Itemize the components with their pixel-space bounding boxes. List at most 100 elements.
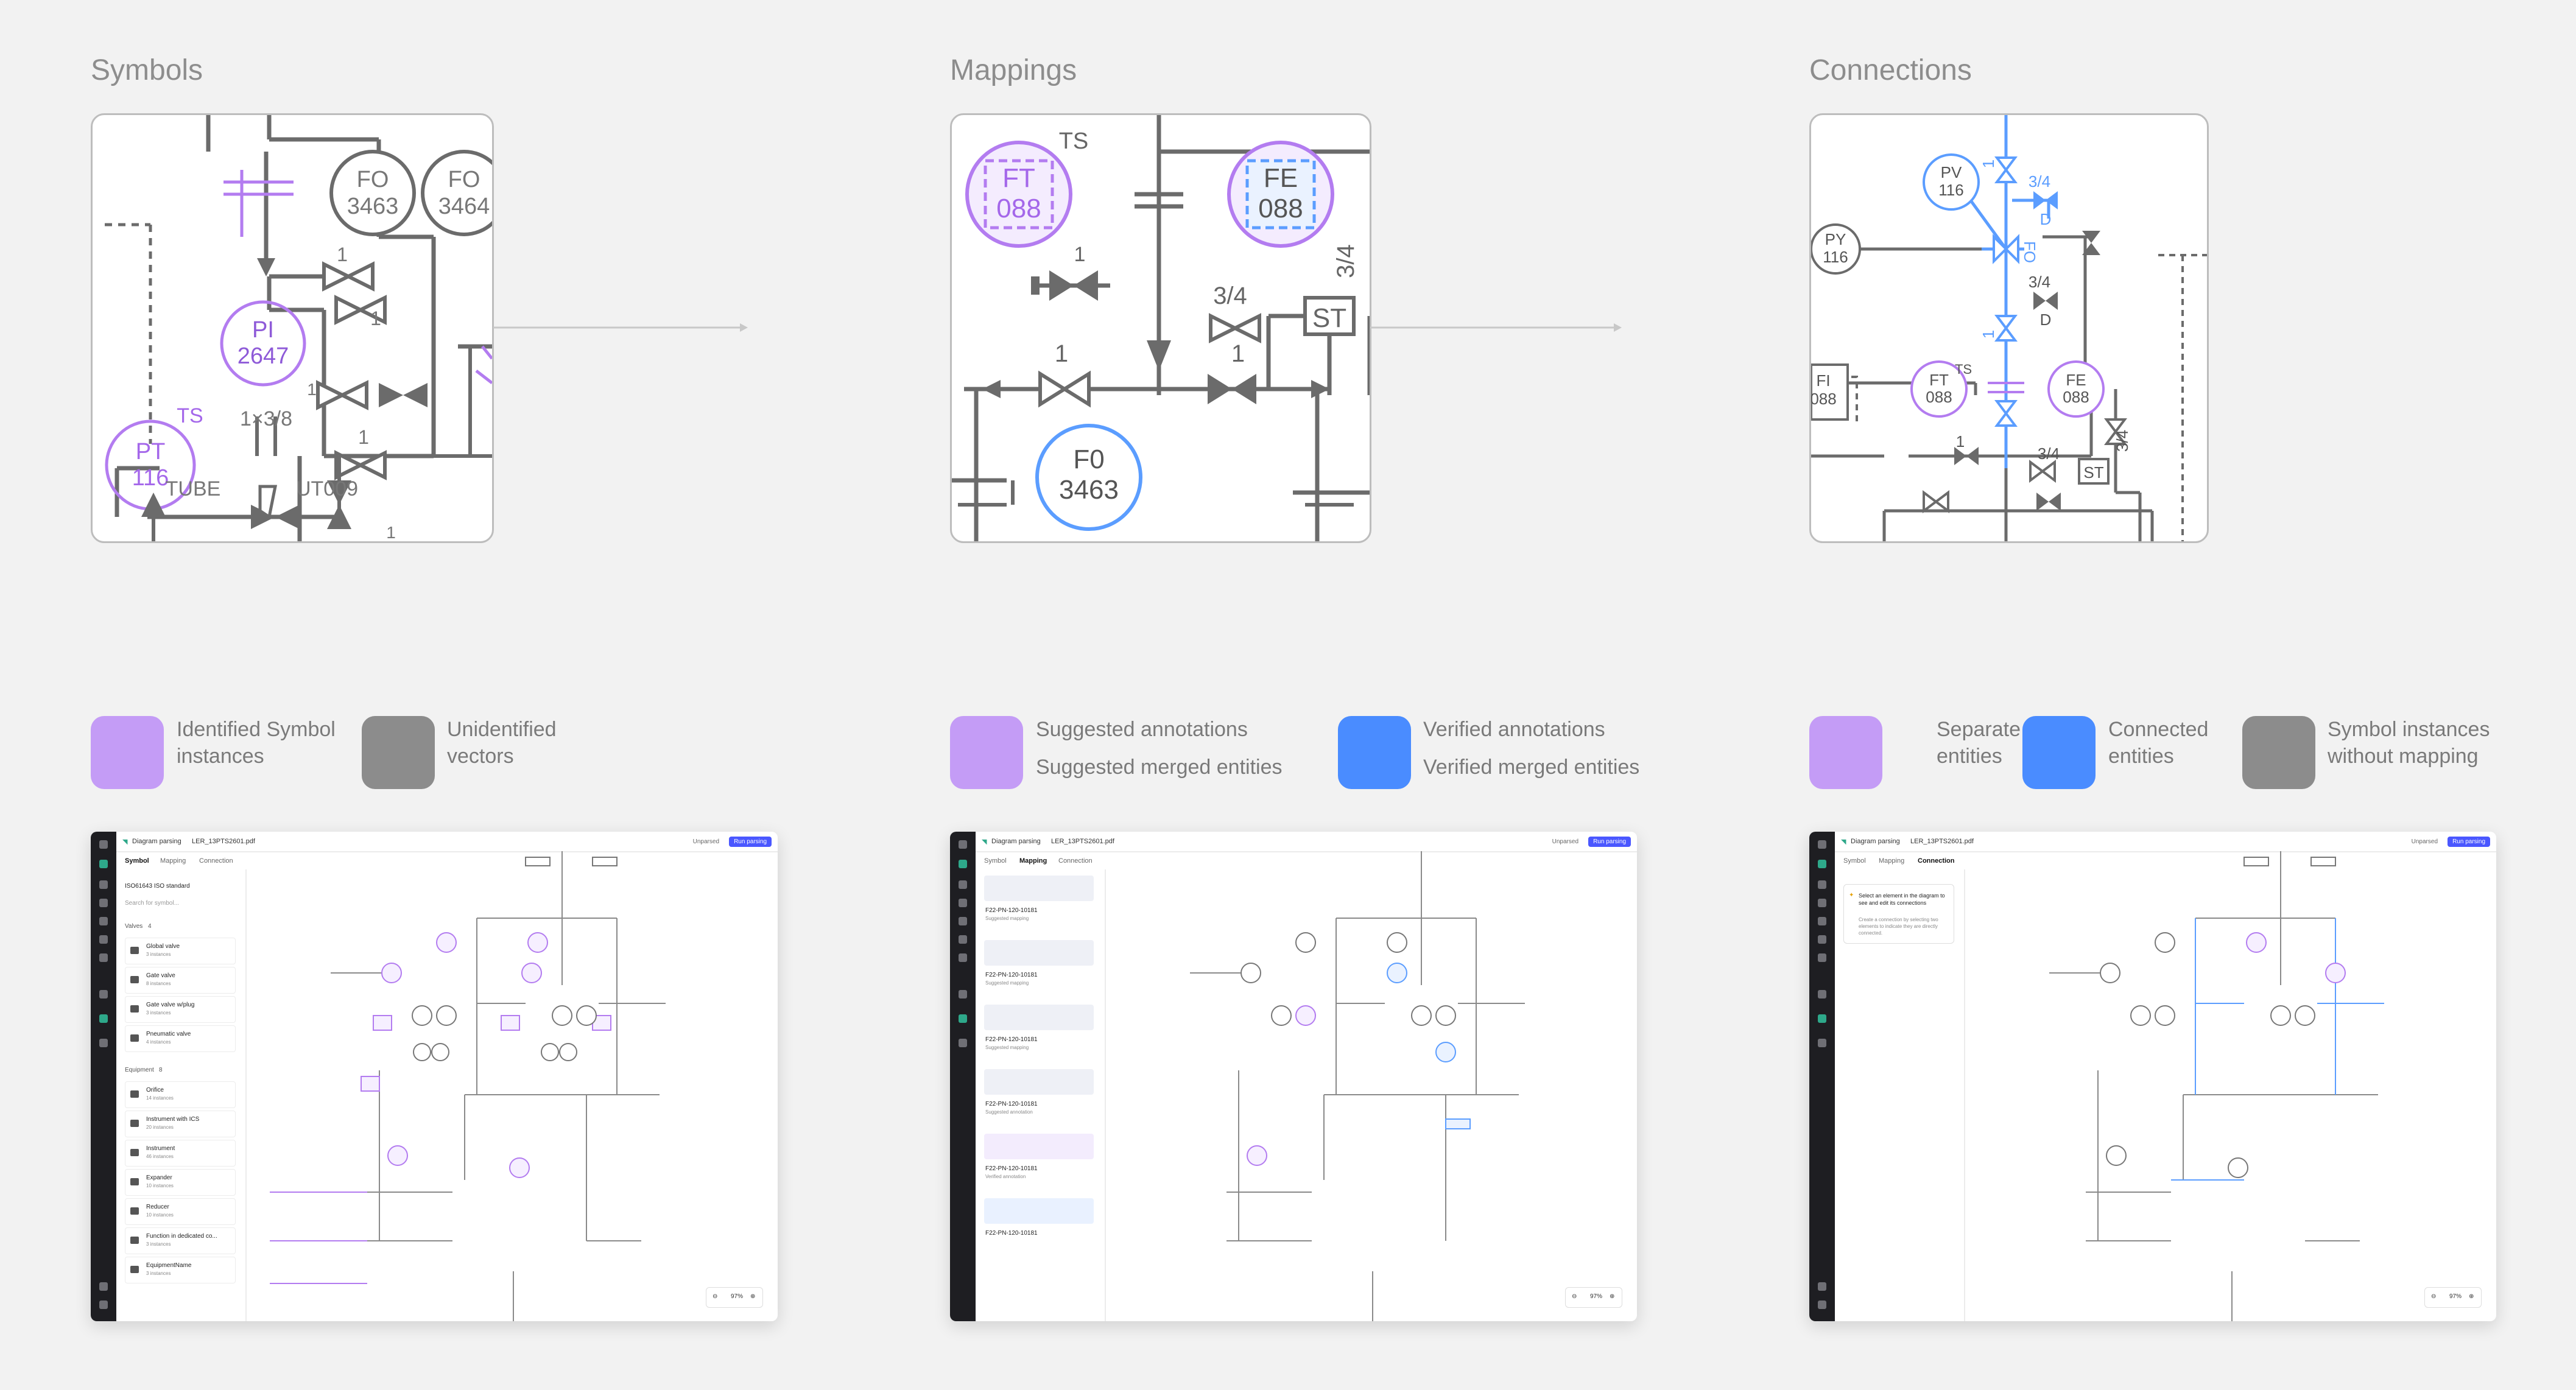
- nav-icon-1[interactable]: [99, 880, 108, 889]
- nav-icon-active[interactable]: [1818, 1014, 1826, 1023]
- menu-icon[interactable]: [959, 840, 967, 849]
- one-conn-b: 1: [1979, 330, 1997, 339]
- diagram-canvas[interactable]: [1105, 851, 1637, 1321]
- nav-icon-5[interactable]: [1818, 953, 1826, 962]
- nav-icon-active[interactable]: [959, 1014, 967, 1023]
- legend-swatch-verified: [1338, 716, 1411, 789]
- breadcrumb[interactable]: Diagram parsing: [991, 838, 1041, 845]
- zoom-in-icon[interactable]: ⊕: [750, 1293, 756, 1300]
- one-label-b: 1: [1231, 340, 1245, 367]
- symbols-preview-panel: FO 3463 FO 3464 PI 2647 PT 116 TS 1 1 1 …: [91, 113, 494, 543]
- nav-icon-active[interactable]: [99, 1014, 108, 1023]
- tab-symbol[interactable]: Symbol: [984, 857, 1007, 865]
- symbol-search-input[interactable]: Search for symbol...: [125, 900, 179, 907]
- app-logo-icon: [959, 860, 967, 868]
- mapping-card[interactable]: [984, 940, 1094, 966]
- breadcrumb[interactable]: Diagram parsing: [132, 838, 181, 845]
- zoom-in-icon[interactable]: ⊕: [2469, 1293, 2474, 1300]
- legend-identified-text: Identified Symbol instances: [177, 718, 336, 768]
- nav-icon-1[interactable]: [959, 880, 967, 889]
- app-logo-icon: [1818, 860, 1826, 868]
- nav-icon-2[interactable]: [1818, 899, 1826, 907]
- nav-icon-5[interactable]: [99, 953, 108, 962]
- run-parsing-button[interactable]: Run parsing: [729, 837, 772, 847]
- nav-icon-4[interactable]: [1818, 935, 1826, 944]
- nav-icon-6[interactable]: [1818, 990, 1826, 999]
- file-name[interactable]: LER_13PTS2601.pdf: [192, 838, 255, 845]
- zoom-out-icon[interactable]: ⊖: [1572, 1293, 1577, 1300]
- nav-icon-2[interactable]: [959, 899, 967, 907]
- zoom-control[interactable]: ⊖ 97% ⊕: [1565, 1287, 1622, 1308]
- diagram-canvas[interactable]: [1964, 851, 2496, 1321]
- tab-symbol[interactable]: Symbol: [1843, 857, 1866, 865]
- run-parsing-button[interactable]: Run parsing: [1588, 837, 1631, 847]
- mapping-card[interactable]: [984, 1069, 1094, 1095]
- help-icon[interactable]: [99, 1282, 108, 1291]
- user-icon[interactable]: [99, 1300, 108, 1309]
- zoom-out-icon[interactable]: ⊖: [2431, 1293, 2437, 1300]
- symbol-item-name: Gate valve: [146, 972, 175, 979]
- nav-icon-7[interactable]: [99, 1039, 108, 1047]
- file-name[interactable]: LER_13PTS2601.pdf: [1051, 838, 1114, 845]
- tab-connection[interactable]: Connection: [199, 857, 233, 865]
- nav-icon-1[interactable]: [1818, 880, 1826, 889]
- mapping-card[interactable]: [984, 876, 1094, 901]
- user-icon[interactable]: [1818, 1300, 1826, 1309]
- zoom-out-icon[interactable]: ⊖: [713, 1293, 718, 1300]
- help-icon[interactable]: [1818, 1282, 1826, 1291]
- tab-connection[interactable]: Connection: [1918, 857, 1955, 865]
- file-name[interactable]: LER_13PTS2601.pdf: [1910, 838, 1974, 845]
- pv-116-label: PV: [1941, 163, 1962, 181]
- nav-icon-7[interactable]: [1818, 1039, 1826, 1047]
- tab-mapping[interactable]: Mapping: [1019, 857, 1047, 865]
- symbol-item-count: 3 instances: [146, 1241, 171, 1247]
- zoom-control[interactable]: ⊖ 97% ⊕: [706, 1287, 763, 1308]
- breadcrumb[interactable]: Diagram parsing: [1851, 838, 1900, 845]
- tab-mapping[interactable]: Mapping: [1879, 857, 1905, 865]
- app-screenshot-mapping: ◥ Diagram parsing LER_13PTS2601.pdf Unpa…: [950, 832, 1637, 1321]
- nav-icon-3[interactable]: [1818, 917, 1826, 925]
- valves-header[interactable]: Valves: [125, 923, 143, 930]
- tab-connection[interactable]: Connection: [1058, 857, 1093, 865]
- nav-icon-6[interactable]: [959, 990, 967, 999]
- zoom-in-icon[interactable]: ⊕: [1610, 1293, 1615, 1300]
- nav-icon-7[interactable]: [959, 1039, 967, 1047]
- nav-icon-4[interactable]: [959, 935, 967, 944]
- py-116-number: 116: [1823, 248, 1848, 266]
- f0-3463-label: F0: [1073, 444, 1104, 474]
- nav-icon-2[interactable]: [99, 899, 108, 907]
- mapping-card[interactable]: [984, 1198, 1094, 1224]
- tab-mapping[interactable]: Mapping: [160, 857, 186, 865]
- menu-icon[interactable]: [99, 840, 108, 849]
- equipment-header[interactable]: Equipment: [125, 1067, 154, 1073]
- symbol-item[interactable]: Function in dedicated co...3 instances: [125, 1227, 236, 1254]
- fi-088-label: FI: [1816, 371, 1830, 390]
- fo-3463-number: 3463: [347, 194, 399, 219]
- mapping-card[interactable]: [984, 1005, 1094, 1030]
- app-logo-icon: [99, 860, 108, 868]
- nav-icon-3[interactable]: [959, 917, 967, 925]
- tab-symbol[interactable]: Symbol: [125, 857, 149, 865]
- nav-icon-4[interactable]: [99, 935, 108, 944]
- mapping-card[interactable]: [984, 1134, 1094, 1159]
- nav-icon-3[interactable]: [99, 917, 108, 925]
- nav-icon-6[interactable]: [99, 990, 108, 999]
- diagram-canvas[interactable]: [245, 851, 778, 1321]
- run-parsing-button[interactable]: Run parsing: [2448, 837, 2490, 847]
- menu-icon[interactable]: [1818, 840, 1826, 849]
- one-conn-c: 1: [1956, 432, 1965, 451]
- f0-3463-number: 3463: [1059, 475, 1119, 505]
- zoom-control[interactable]: ⊖ 97% ⊕: [2424, 1287, 2482, 1308]
- ft-088-label: FT: [1002, 163, 1035, 193]
- nav-icon-5[interactable]: [959, 953, 967, 962]
